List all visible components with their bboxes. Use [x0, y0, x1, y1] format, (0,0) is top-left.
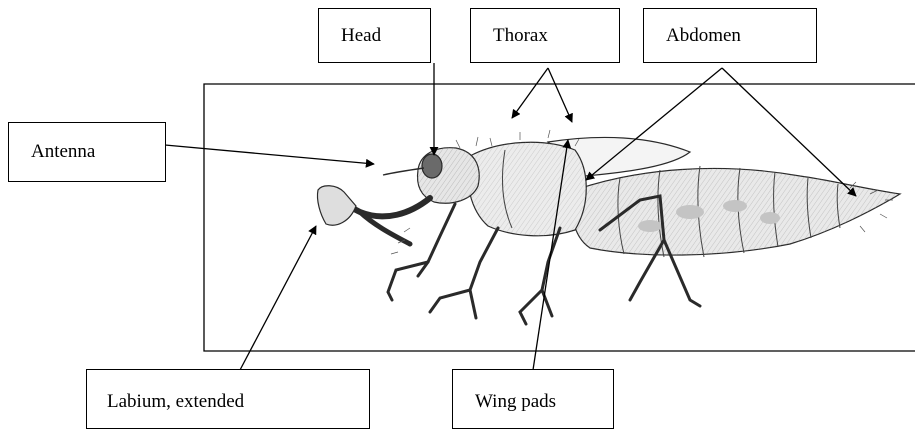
label-head: Head — [318, 8, 431, 63]
label-abdomen-text: Abdomen — [666, 25, 741, 47]
thorax-arrow-right — [548, 68, 572, 122]
label-antenna: Antenna — [8, 122, 166, 182]
label-labium: Labium, extended — [86, 369, 370, 429]
label-antenna-text: Antenna — [31, 141, 95, 163]
compound-eye — [422, 154, 442, 178]
antenna-arrow — [165, 145, 374, 164]
insect-illustration — [317, 130, 900, 324]
label-head-text: Head — [341, 25, 381, 47]
labium-arrow — [240, 226, 316, 370]
label-wing-pads-text: Wing pads — [475, 391, 556, 413]
thorax-arrow-left — [512, 68, 548, 118]
label-thorax: Thorax — [470, 8, 620, 63]
label-wing-pads: Wing pads — [452, 369, 614, 429]
label-labium-text: Labium, extended — [107, 391, 244, 413]
label-thorax-text: Thorax — [493, 25, 548, 47]
label-abdomen: Abdomen — [643, 8, 817, 63]
labium-tip — [317, 186, 356, 225]
